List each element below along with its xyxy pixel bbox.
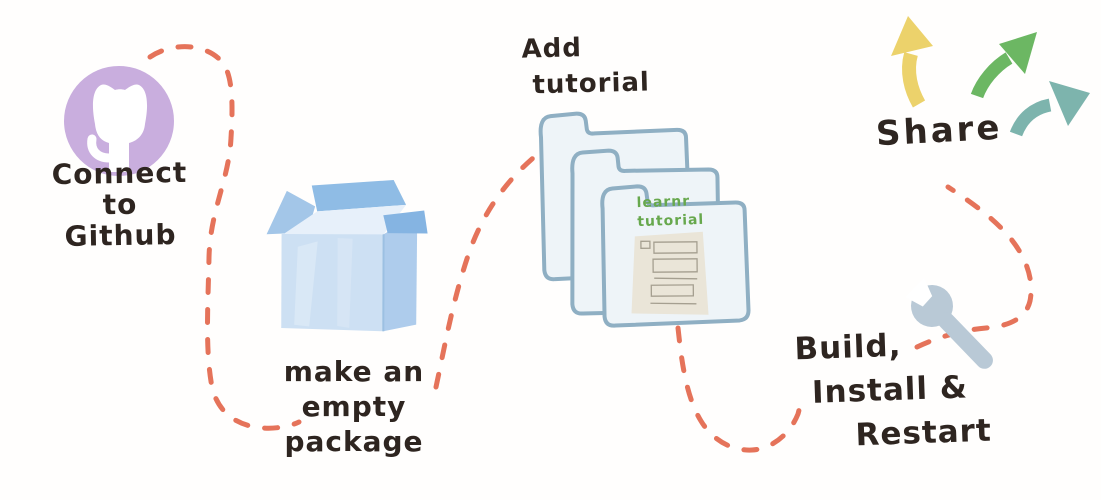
label-line: Add (521, 33, 583, 65)
share-label: Share (875, 107, 1004, 155)
connect-to-github-label: Connect to Github (35, 155, 205, 253)
arrow-up-yellow-icon (891, 16, 933, 108)
label-line: Github (64, 218, 177, 253)
learnr-tutorial-label: learnr tutorial (636, 192, 704, 232)
make-empty-package-label: make an empty package (263, 354, 445, 459)
open-box-icon (266, 180, 428, 332)
connector-tutorial-to-build (675, 325, 805, 453)
label-line: Restart (854, 412, 993, 454)
label-line: Share (875, 107, 1004, 155)
label-line: Connect (51, 155, 188, 192)
label-line: package (284, 425, 424, 458)
tutorial-paper-icon (631, 231, 709, 315)
label-line: Install & (811, 369, 969, 411)
label-line: to (102, 187, 138, 222)
wrench-icon (905, 277, 993, 369)
arrow-right-teal-icon (1009, 81, 1090, 137)
label-line: tutorial (532, 67, 651, 101)
label-line: learnr (636, 193, 691, 212)
label-line: empty (301, 390, 407, 423)
connector-github-to-package (147, 44, 302, 431)
label-line: tutorial (637, 211, 705, 231)
arrow-upright-green-icon (970, 32, 1037, 99)
label-line: make an (283, 355, 425, 388)
connector-build-to-share (914, 184, 1034, 350)
share-arrows-icon (891, 16, 1090, 137)
github-octocat-icon (64, 66, 174, 176)
label-line: Build, (793, 327, 903, 368)
add-tutorial-label: Add tutorial (521, 28, 650, 103)
folder-front-icon (600, 184, 751, 328)
build-install-restart-label: Build, Install & Restart (794, 321, 993, 460)
connector-package-to-tutorial (433, 150, 542, 390)
